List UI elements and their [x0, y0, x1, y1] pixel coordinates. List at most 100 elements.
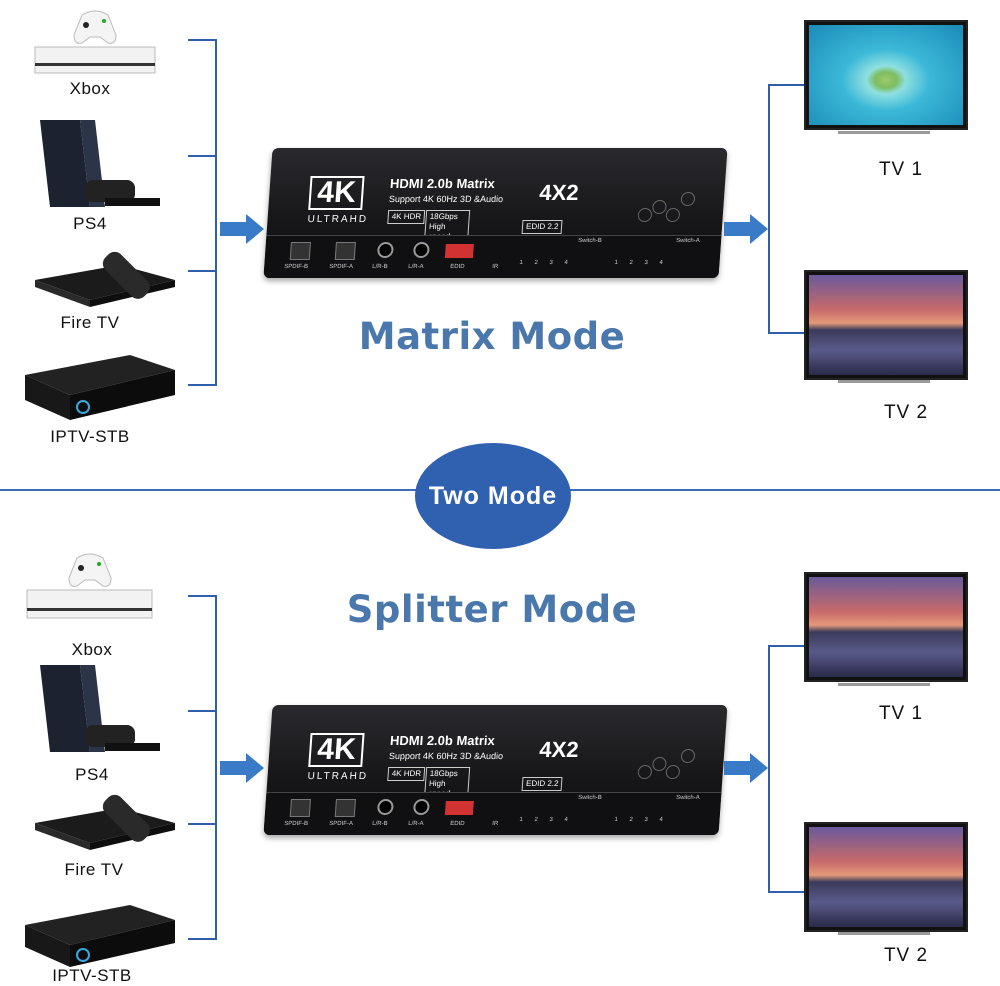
led-number: 3: [644, 817, 648, 823]
ir-label: IR: [492, 264, 498, 270]
ir-label: IR: [492, 821, 498, 827]
ps4-icon: [35, 660, 165, 755]
led-number: 1: [519, 260, 523, 266]
hex-pattern: [652, 200, 667, 214]
4k-badge: 4K: [308, 733, 365, 767]
iptv-stb-icon: [20, 895, 180, 970]
lr-b-label: L/R-B: [372, 821, 388, 827]
lr-a-label: L/R-A: [408, 821, 424, 827]
lr-a-jack: [413, 799, 430, 815]
led-number: 3: [549, 817, 553, 823]
4k-badge: 4K: [308, 176, 365, 210]
source-label-ps4: PS4: [10, 214, 170, 234]
device-title: HDMI 2.0b Matrix: [390, 733, 496, 748]
input-arrow-icon: [220, 214, 264, 244]
tv-1-screen: [804, 572, 968, 682]
hdr-chip: 4K HDR: [387, 210, 425, 224]
edid-label: EDID: [450, 264, 465, 270]
lr-a-jack: [413, 242, 430, 258]
source-label-xbox: Xbox: [12, 640, 172, 660]
led-number: 2: [534, 817, 538, 823]
device-front-panel: SPDIF-B SPDIF-A L/R-B L/R-A EDID IR Swit…: [263, 235, 721, 278]
source-label-fire-tv: Fire TV: [10, 313, 170, 333]
tv-2-label: TV 2: [846, 945, 966, 967]
fire-tv-icon: [30, 788, 180, 853]
input-bracket: [188, 595, 217, 940]
input-tick: [188, 155, 215, 157]
input-tick: [188, 710, 215, 712]
output-bracket: [768, 645, 805, 893]
led-number: 2: [629, 260, 633, 266]
led-number: 3: [644, 260, 648, 266]
led-number: 1: [614, 817, 618, 823]
tv-1-label: TV 1: [841, 703, 961, 725]
tv-2-label: TV 2: [846, 402, 966, 424]
spdif-b-label: SPDIF-B: [284, 264, 308, 270]
switch-a-label: Switch-A: [676, 795, 700, 801]
tv-stand: [838, 131, 930, 134]
led-number: 2: [534, 260, 538, 266]
device-subtitle: Support 4K 60Hz 3D &Audio: [389, 751, 504, 761]
tv-stand: [838, 683, 930, 686]
spdif-b-port: [290, 242, 311, 260]
led-number: 1: [519, 817, 523, 823]
edid-chip: EDID 2.2: [522, 220, 563, 234]
edid-dip-switch: [445, 801, 474, 815]
xbox-icon: [25, 548, 155, 623]
hex-pattern: [680, 749, 695, 763]
led-number: 4: [659, 260, 663, 266]
tv-1-screen: [804, 20, 968, 130]
matrix-mode-title: Matrix Mode: [292, 315, 692, 358]
spdif-a-port: [335, 242, 356, 260]
ultrahd-label: ULTRAHD: [307, 214, 368, 225]
lr-b-label: L/R-B: [372, 264, 388, 270]
input-arrow-icon: [220, 753, 264, 783]
hdr-chip: 4K HDR: [387, 767, 425, 781]
xbox-icon: [30, 5, 160, 75]
source-label-ps4: PS4: [12, 765, 172, 785]
led-number: 4: [564, 260, 568, 266]
device-subtitle: Support 4K 60Hz 3D &Audio: [389, 194, 504, 204]
input-bracket: [188, 39, 217, 386]
device-model: 4X2: [538, 737, 579, 763]
spdif-b-port: [290, 799, 311, 817]
hex-pattern: [652, 757, 667, 771]
device-model: 4X2: [538, 180, 579, 206]
hex-pattern: [665, 765, 680, 779]
input-tick: [188, 270, 215, 272]
spdif-a-label: SPDIF-A: [329, 821, 353, 827]
tv-2-screen: [804, 822, 968, 932]
led-number: 3: [549, 260, 553, 266]
tv-stand: [838, 380, 930, 383]
led-number: 2: [629, 817, 633, 823]
output-bracket: [768, 84, 805, 334]
output-arrow-icon: [724, 753, 768, 783]
spdif-b-label: SPDIF-B: [284, 821, 308, 827]
tv-1-label: TV 1: [841, 159, 961, 181]
source-label-fire-tv: Fire TV: [14, 860, 174, 880]
source-label-xbox: Xbox: [10, 79, 170, 99]
edid-dip-switch: [445, 244, 474, 258]
ps4-icon: [35, 115, 165, 210]
input-tick: [188, 823, 215, 825]
hdmi-matrix-device: 4K ULTRAHD HDMI 2.0b Matrix Support 4K 6…: [263, 148, 727, 278]
source-label-iptv-stb: IPTV-STB: [12, 966, 172, 986]
led-number: 4: [659, 817, 663, 823]
lr-a-label: L/R-A: [408, 264, 424, 270]
hex-pattern: [637, 765, 652, 779]
switch-a-label: Switch-A: [676, 238, 700, 244]
spdif-a-port: [335, 799, 356, 817]
hex-pattern: [637, 208, 652, 222]
switch-b-label: Switch-B: [578, 238, 602, 244]
ultrahd-label: ULTRAHD: [307, 771, 368, 782]
device-title: HDMI 2.0b Matrix: [390, 176, 496, 191]
output-arrow-icon: [724, 214, 768, 244]
lr-b-jack: [377, 242, 394, 258]
source-label-iptv-stb: IPTV-STB: [10, 427, 170, 447]
device-front-panel: SPDIF-B SPDIF-A L/R-B L/R-A EDID IR Swit…: [263, 792, 721, 835]
tv-2-screen: [804, 270, 968, 380]
spdif-a-label: SPDIF-A: [329, 264, 353, 270]
led-number: 4: [564, 817, 568, 823]
two-mode-badge: Two Mode: [415, 443, 571, 549]
iptv-stb-icon: [20, 345, 180, 425]
